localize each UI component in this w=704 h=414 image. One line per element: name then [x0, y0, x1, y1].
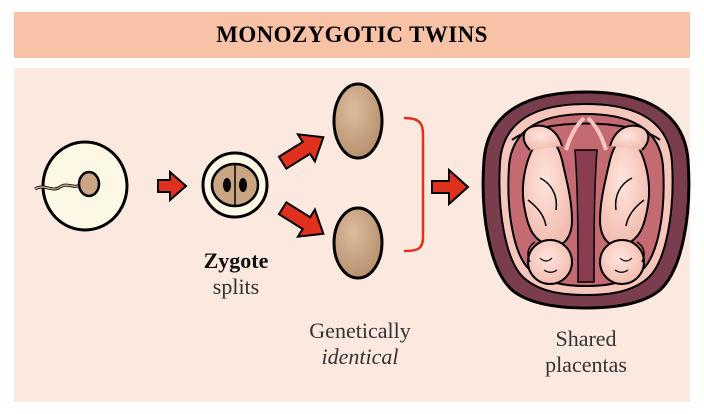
- arrow-icon: [274, 124, 332, 177]
- zygote-cell-icon: [203, 153, 267, 217]
- shared-label-line2: placentas: [545, 352, 627, 377]
- zygote-label-rest: splits: [213, 274, 259, 299]
- identical-label-line1: Genetically: [309, 318, 410, 343]
- shared-placentas-label: Shared placentas: [526, 326, 646, 378]
- identical-label: Genetically identical: [300, 318, 420, 370]
- egg-with-sperm-icon: [35, 142, 127, 230]
- arrow-icon: [158, 172, 186, 200]
- embryo-icon: [334, 84, 382, 158]
- zygote-label: Zygote splits: [180, 248, 292, 300]
- embryo-icon: [334, 208, 382, 278]
- shared-label-line1: Shared: [555, 326, 616, 351]
- identical-label-line2: identical: [322, 344, 399, 369]
- bracket-icon: [404, 118, 423, 251]
- twins-in-uterus-icon: [483, 92, 689, 308]
- arrow-icon: [432, 170, 468, 204]
- zygote-label-bold: Zygote: [204, 248, 269, 273]
- arrow-icon: [274, 195, 332, 248]
